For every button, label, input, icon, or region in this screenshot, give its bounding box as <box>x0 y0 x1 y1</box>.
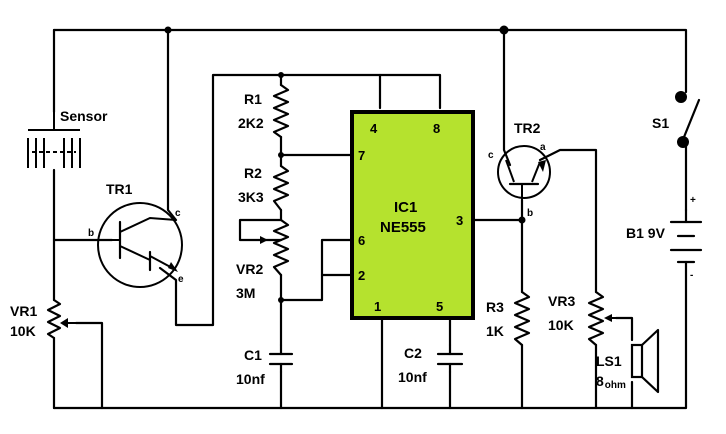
ic1-pin-1: 1 <box>374 299 381 314</box>
s1-label: S1 <box>652 115 669 131</box>
ic1-part: NE555 <box>380 219 426 236</box>
ic1-ne555: IC1 NE555 4 8 7 6 2 3 1 5 <box>350 110 475 320</box>
tr2-pin-c: c <box>488 150 494 161</box>
r3-resistor: R3 1K <box>486 290 531 347</box>
tr1-pin-c: c <box>175 208 181 219</box>
r2-name: R2 <box>244 165 262 181</box>
tr2-pin-b: b <box>527 208 533 219</box>
ic1-pin-5: 5 <box>436 299 443 314</box>
ic1-name: IC1 <box>394 199 417 216</box>
tr1-pin-b: b <box>88 228 94 239</box>
ls1-unit: ohm <box>605 380 626 391</box>
tr2-transistor: TR2 c a b <box>488 120 551 219</box>
ls1-speaker: LS1 8ohm <box>596 328 660 394</box>
r1-value: 2K2 <box>238 115 264 131</box>
r3-value: 1K <box>486 323 504 339</box>
ic1-body <box>350 110 475 320</box>
c1-name: C1 <box>244 347 262 363</box>
r2-value: 3K3 <box>238 189 264 205</box>
ic1-pin-2: 2 <box>358 268 365 283</box>
sensor-element: Sensor <box>27 108 108 168</box>
c2-value: 10nf <box>398 369 427 385</box>
s1-switch: S1 <box>652 91 701 148</box>
r3-name: R3 <box>486 299 504 315</box>
vr2-name: VR2 <box>236 261 263 277</box>
vr2-value: 3M <box>236 285 255 301</box>
vr3-name: VR3 <box>548 293 575 309</box>
c1-capacitor: C1 10nf <box>236 343 294 387</box>
vr1-potentiometer: VR1 10K <box>10 298 76 340</box>
ic1-pin-8: 8 <box>433 121 440 136</box>
vr3-potentiometer: VR3 10K <box>548 290 616 347</box>
ic1-pin-7: 7 <box>358 148 365 163</box>
tr1-transistor: TR1 b c e <box>88 181 184 288</box>
vr3-value: 10K <box>548 317 574 333</box>
ic1-pin-4: 4 <box>370 121 378 136</box>
c2-capacitor: C2 10nf <box>398 343 464 385</box>
ic1-pin-3: 3 <box>456 213 463 228</box>
vr1-name: VR1 <box>10 303 37 319</box>
r1-resistor: R1 2K2 <box>238 83 290 139</box>
b1-plus: + <box>690 195 696 206</box>
r1-name: R1 <box>244 91 262 107</box>
wires <box>52 28 688 410</box>
b1-label: B1 9V <box>626 225 666 241</box>
vr1-value: 10K <box>10 323 36 339</box>
ls1-name: LS1 <box>596 353 622 369</box>
c1-value: 10nf <box>236 371 265 387</box>
c2-name: C2 <box>404 345 422 361</box>
junctions <box>164 25 526 303</box>
ic1-pin-6: 6 <box>358 233 365 248</box>
sensor-label: Sensor <box>60 108 108 124</box>
vr2-potentiometer: VR2 3M <box>236 218 290 301</box>
b1-battery: + - B1 9V <box>626 195 703 281</box>
r2-resistor: R2 3K3 <box>238 164 290 212</box>
tr1-label: TR1 <box>106 181 133 197</box>
tr2-pin-a: a <box>540 142 546 153</box>
tr1-pin-e: e <box>178 274 184 285</box>
ls1-value: 8ohm <box>596 373 626 391</box>
b1-minus: - <box>690 270 693 281</box>
tr2-label: TR2 <box>514 120 541 136</box>
